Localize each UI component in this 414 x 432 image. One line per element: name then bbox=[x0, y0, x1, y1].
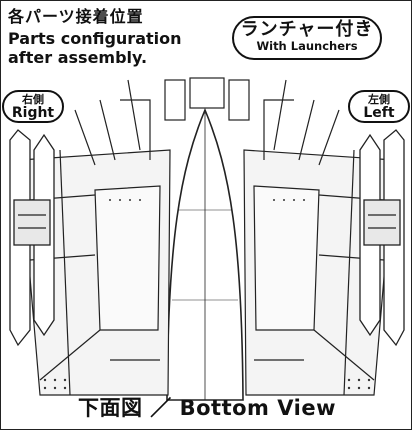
with-launchers-badge-en: With Launchers bbox=[256, 39, 358, 53]
title-english-line1: Parts configuration bbox=[8, 29, 182, 48]
left-side-label-en: Left bbox=[363, 105, 395, 121]
title-japanese: 各パーツ接着位置 bbox=[8, 7, 144, 26]
right-side-label-en: Right bbox=[11, 105, 55, 121]
left-side-label-jp: 左側 bbox=[368, 93, 390, 106]
title-english-line2: after assembly. bbox=[8, 48, 148, 67]
left-side-label: 左側 Left bbox=[348, 90, 410, 123]
view-caption: 下面図 ／ Bottom View bbox=[78, 396, 336, 420]
right-side-label: 右側 Right bbox=[2, 90, 64, 123]
with-launchers-badge: ランチャー付き With Launchers bbox=[232, 16, 382, 60]
right-side-label-jp: 右側 bbox=[22, 93, 44, 106]
with-launchers-badge-jp: ランチャー付き bbox=[240, 19, 374, 40]
title-english: Parts configuration after assembly. bbox=[8, 29, 182, 67]
